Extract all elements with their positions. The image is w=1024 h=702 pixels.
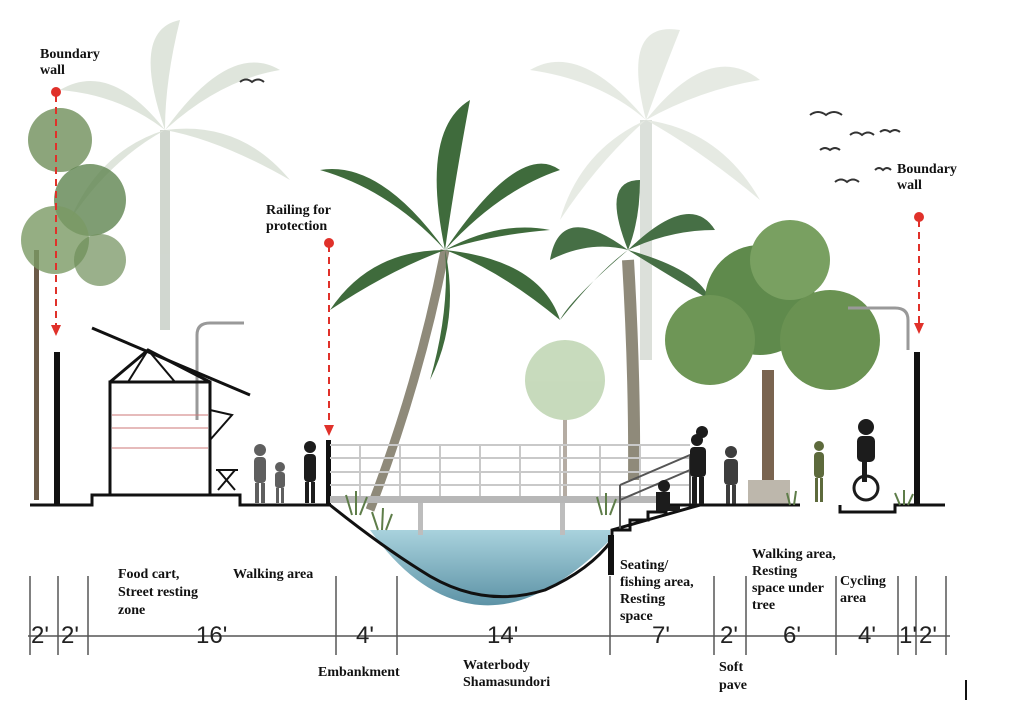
embankment-edge bbox=[608, 535, 614, 575]
person-sitting bbox=[656, 480, 680, 511]
dimension-6: 7' bbox=[652, 622, 670, 649]
adult-with-child bbox=[690, 426, 708, 504]
dimension-4: 4' bbox=[356, 622, 374, 649]
boundary-wall-right-post bbox=[914, 352, 920, 505]
person-standing-railing bbox=[304, 441, 316, 503]
child-walking-left bbox=[275, 462, 285, 503]
adult-walking-left bbox=[254, 444, 266, 503]
indicator-arrows bbox=[55, 95, 920, 425]
central-palm bbox=[320, 100, 560, 512]
dimension-5: 14' bbox=[487, 622, 519, 649]
dimension-1: 2' bbox=[31, 622, 49, 649]
woman-walking-right bbox=[814, 441, 824, 502]
right-tree bbox=[665, 220, 880, 504]
dimension-line bbox=[28, 576, 967, 700]
dimension-9: 4' bbox=[858, 622, 876, 649]
people bbox=[254, 419, 880, 511]
birds bbox=[239, 78, 901, 184]
waterbody-fill bbox=[370, 530, 610, 606]
railing-post bbox=[326, 440, 331, 505]
food-cart bbox=[91, 326, 251, 497]
indicator-dots bbox=[51, 87, 924, 436]
ground-section bbox=[30, 493, 945, 599]
person-standing-right bbox=[724, 446, 738, 504]
fan-palm bbox=[550, 180, 715, 481]
bridge-deck bbox=[330, 496, 660, 503]
label-embankment: Embankment bbox=[318, 665, 400, 680]
bridge-pier-2 bbox=[560, 503, 565, 535]
background-palm-left bbox=[60, 20, 290, 330]
dimension-7: 2' bbox=[720, 622, 738, 649]
label-walking-area-left: Walking area bbox=[233, 567, 314, 582]
dimension-10: 1' bbox=[899, 622, 917, 649]
dimension-11: 2' bbox=[919, 622, 937, 649]
grass-tufts bbox=[345, 490, 914, 531]
bridge-pier-1 bbox=[418, 503, 423, 535]
cyclist bbox=[852, 419, 880, 502]
dimension-2: 2' bbox=[61, 622, 79, 649]
street-lamp-left bbox=[195, 321, 244, 420]
boundary-wall-left-post bbox=[54, 352, 60, 505]
small-tree-center bbox=[525, 340, 605, 500]
dimension-3: 16' bbox=[196, 622, 228, 649]
street-lamp-right bbox=[848, 306, 910, 350]
dimension-8: 6' bbox=[783, 622, 801, 649]
pedestrian-bridge bbox=[330, 444, 690, 496]
